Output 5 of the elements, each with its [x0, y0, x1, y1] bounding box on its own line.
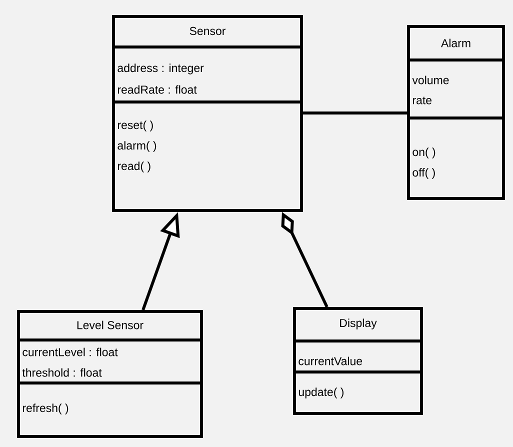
association-line — [303, 112, 407, 114]
class-box: Sensor address : integer readRate : float reset( ) alarm( ) read( ) — [112, 15, 303, 212]
class-box: Display currentValue update( ) — [293, 307, 423, 415]
class-box: Level Sensor currentLevel : float threshold : float refresh( ) — [17, 310, 203, 438]
class-box: Alarm volume rate on( ) off( ) — [407, 25, 505, 200]
